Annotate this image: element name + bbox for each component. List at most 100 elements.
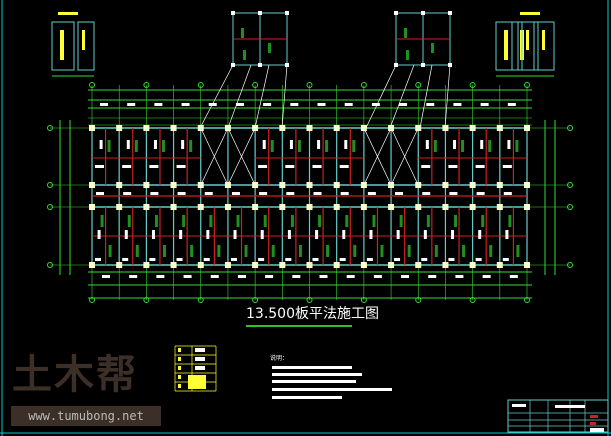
rebar-label	[313, 192, 322, 195]
section-rebar	[542, 30, 545, 50]
rebar-label	[97, 230, 101, 239]
column	[442, 262, 449, 268]
title-block-text	[590, 428, 604, 432]
section-frame	[495, 21, 519, 71]
rebar-label	[475, 258, 482, 261]
rebar-label	[317, 140, 321, 149]
note-text	[272, 373, 362, 376]
rebar-label	[177, 192, 186, 195]
rebar-label	[150, 192, 159, 195]
section-rebar	[82, 30, 85, 50]
column	[170, 125, 177, 131]
rebar-label	[448, 165, 458, 168]
rebar-label	[480, 140, 484, 149]
leader-line	[389, 64, 415, 129]
slab-rebar	[426, 215, 430, 227]
column	[116, 262, 123, 268]
dimension-text	[181, 103, 190, 106]
slab-rebar	[454, 215, 458, 227]
slab-rebar	[462, 245, 466, 257]
column	[306, 262, 313, 268]
dimension-text	[292, 275, 301, 278]
detail-column	[285, 11, 289, 15]
rebar-label	[505, 230, 509, 239]
slab-rebar	[372, 215, 376, 227]
column	[224, 262, 231, 268]
rebar-label	[448, 258, 455, 261]
column	[197, 182, 204, 188]
column	[252, 262, 259, 268]
column	[224, 204, 231, 210]
leader-line	[365, 64, 397, 129]
rebar-label	[231, 192, 240, 195]
rebar-label	[149, 165, 159, 168]
dimension-text	[373, 275, 382, 278]
dimension-text	[482, 275, 491, 278]
dimension-text	[265, 275, 274, 278]
axis-bubble	[89, 297, 95, 303]
column	[524, 204, 530, 210]
rebar-label	[204, 192, 213, 195]
axis-bubble	[47, 182, 53, 188]
dimension-text	[235, 103, 244, 106]
column	[224, 125, 231, 131]
axis-bubble	[197, 297, 204, 303]
watermark-url: www.tumubong.net	[11, 406, 161, 426]
axis-bubble	[567, 182, 573, 188]
column	[496, 182, 503, 188]
axis-bubble	[47, 125, 53, 131]
title-block-text	[512, 404, 526, 407]
legend-text	[178, 384, 181, 388]
column	[388, 125, 395, 131]
rebar-label	[503, 192, 512, 195]
section-label	[520, 12, 540, 15]
section-frame	[77, 21, 95, 71]
axis-bubble	[567, 125, 573, 131]
slab-rebar	[270, 140, 274, 152]
slab-rebar	[209, 215, 213, 227]
slab-rebar	[263, 215, 267, 227]
stair-brace	[227, 127, 256, 186]
detail-column	[231, 11, 235, 15]
rebar-label	[394, 258, 401, 261]
rebar-label	[425, 140, 429, 149]
slab-rebar	[271, 245, 275, 257]
rebar-label	[423, 230, 427, 239]
column	[415, 262, 422, 268]
rebar-label	[451, 230, 455, 239]
rebar-label	[502, 165, 512, 168]
rebar-label	[476, 192, 485, 195]
slab-rebar	[399, 215, 403, 227]
drawing-title: 13.500板平法施工图	[246, 306, 379, 322]
slab-rebar	[433, 140, 437, 152]
column	[415, 125, 422, 131]
slab-rebar	[352, 140, 356, 152]
column	[469, 204, 476, 210]
axis-bubble	[89, 82, 95, 88]
rebar-label	[260, 230, 264, 239]
axis-bubble	[360, 82, 367, 88]
rebar-label	[287, 230, 291, 239]
column	[388, 182, 395, 188]
column	[524, 262, 530, 268]
column	[143, 262, 150, 268]
dimension-text	[426, 103, 435, 106]
slab-rebar	[190, 245, 194, 257]
slab-rebar	[241, 28, 244, 38]
dimension-text	[344, 103, 353, 106]
rebar-label	[95, 165, 104, 168]
column	[442, 182, 449, 188]
dimension-text	[401, 275, 410, 278]
column	[89, 125, 95, 131]
axis-bubble	[306, 297, 313, 303]
rebar-label	[286, 192, 295, 195]
column	[89, 182, 95, 188]
slab-rebar	[127, 215, 131, 227]
dimension-text	[509, 275, 518, 278]
leader-line	[254, 64, 270, 129]
column	[415, 182, 422, 188]
section-rebar	[504, 30, 508, 60]
detail-column	[421, 11, 425, 15]
